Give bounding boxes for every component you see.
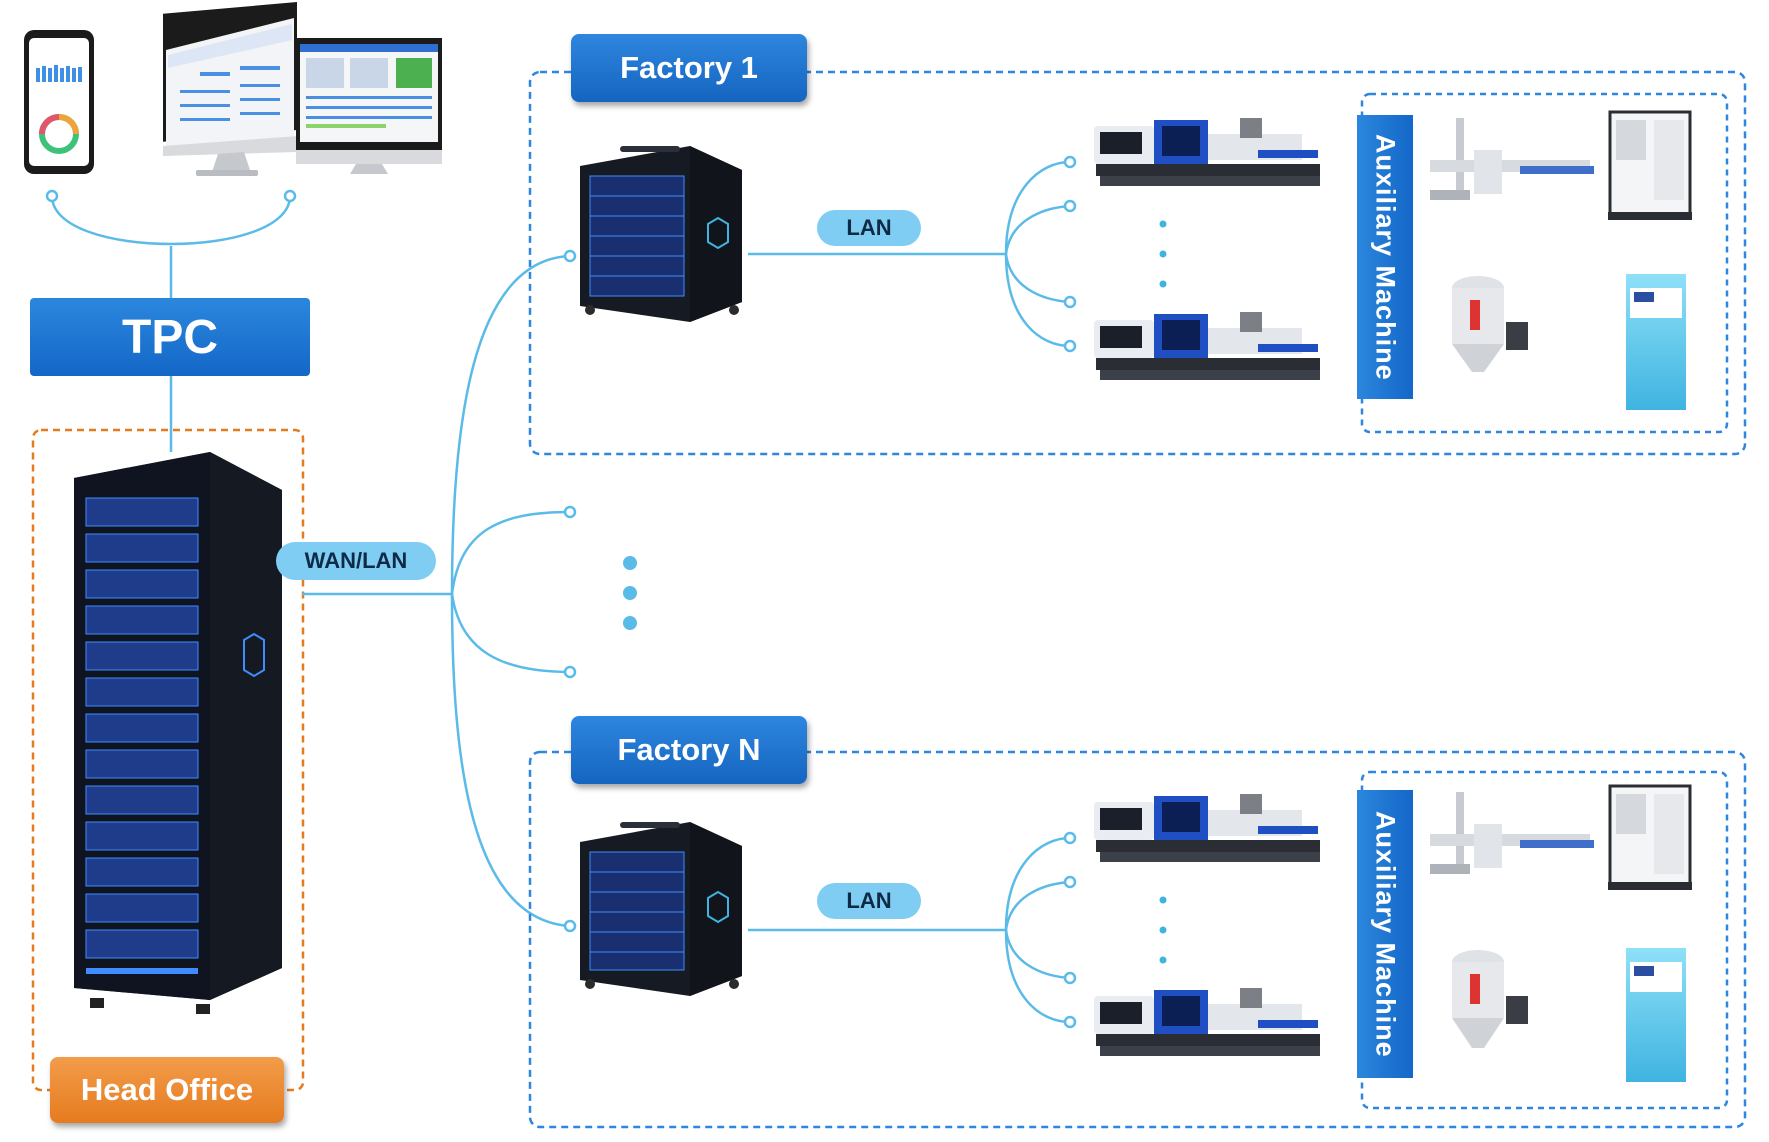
connector-dot xyxy=(1063,831,1077,845)
injection-molding-machine-icon xyxy=(1094,118,1320,186)
head-office-label: Head Office xyxy=(50,1057,284,1123)
desktop-monitor-icon xyxy=(163,2,297,176)
device-connector xyxy=(50,195,292,452)
mold-temperature-controller-icon xyxy=(1626,948,1686,1082)
ellipsis-dots xyxy=(623,556,637,630)
factory-1-auxiliary-label: Auxiliary Machine xyxy=(1357,115,1413,399)
auxiliary-machine-text: Auxiliary Machine xyxy=(1370,810,1401,1058)
connector-dot xyxy=(1063,971,1077,985)
auxiliary-machine-frame xyxy=(1360,92,1729,434)
rack-units xyxy=(85,497,199,959)
connector-dot xyxy=(563,505,577,519)
factory-1-frame xyxy=(528,70,1747,456)
factory-n-auxiliary-label: Auxiliary Machine xyxy=(1357,790,1413,1078)
connector-dot xyxy=(1063,155,1077,169)
server-rack-icon xyxy=(74,452,282,1014)
injection-molding-machine-icon xyxy=(1094,988,1320,1056)
injection-molding-machine-icon xyxy=(1094,794,1320,862)
desktop-monitor-icon xyxy=(296,38,442,174)
factory-n-title: Factory N xyxy=(571,716,807,784)
connector-dot xyxy=(1063,1015,1077,1029)
connector-dot xyxy=(45,189,59,203)
edge-server-icon xyxy=(580,822,742,996)
robot-arm-icon xyxy=(1430,792,1594,874)
chiller-icon xyxy=(1608,110,1692,220)
chiller-icon xyxy=(1608,784,1692,890)
hopper-dryer-icon xyxy=(1452,950,1528,1048)
wan-lan-label: WAN/LAN xyxy=(276,542,436,580)
lan-connector xyxy=(748,836,1071,1024)
connector-dot xyxy=(1063,295,1077,309)
factory-n-lan-label: LAN xyxy=(817,883,921,919)
ellipsis-dots xyxy=(1159,220,1167,288)
connector-dot xyxy=(563,919,577,933)
connector-dot xyxy=(563,249,577,263)
factory-1-title: Factory 1 xyxy=(571,34,807,102)
lan-connector xyxy=(748,160,1071,348)
edge-server-icon xyxy=(580,146,742,322)
ellipsis-dots xyxy=(1159,896,1167,964)
connector-dot xyxy=(283,189,297,203)
factory-n-frame xyxy=(528,750,1747,1129)
auxiliary-machine-text: Auxiliary Machine xyxy=(1370,133,1401,381)
smartphone-icon xyxy=(24,30,94,174)
connector-dot xyxy=(1063,199,1077,213)
injection-molding-machine-icon xyxy=(1094,312,1320,380)
connector-dot xyxy=(563,665,577,679)
connector-dot xyxy=(1063,339,1077,353)
connector-dot xyxy=(1063,875,1077,889)
mold-temperature-controller-icon xyxy=(1626,274,1686,410)
robot-arm-icon xyxy=(1430,118,1594,200)
wan-connector xyxy=(302,254,571,928)
factory-1-lan-label: LAN xyxy=(817,210,921,246)
tpc-label: TPC xyxy=(30,298,310,376)
hopper-dryer-icon xyxy=(1452,276,1528,372)
